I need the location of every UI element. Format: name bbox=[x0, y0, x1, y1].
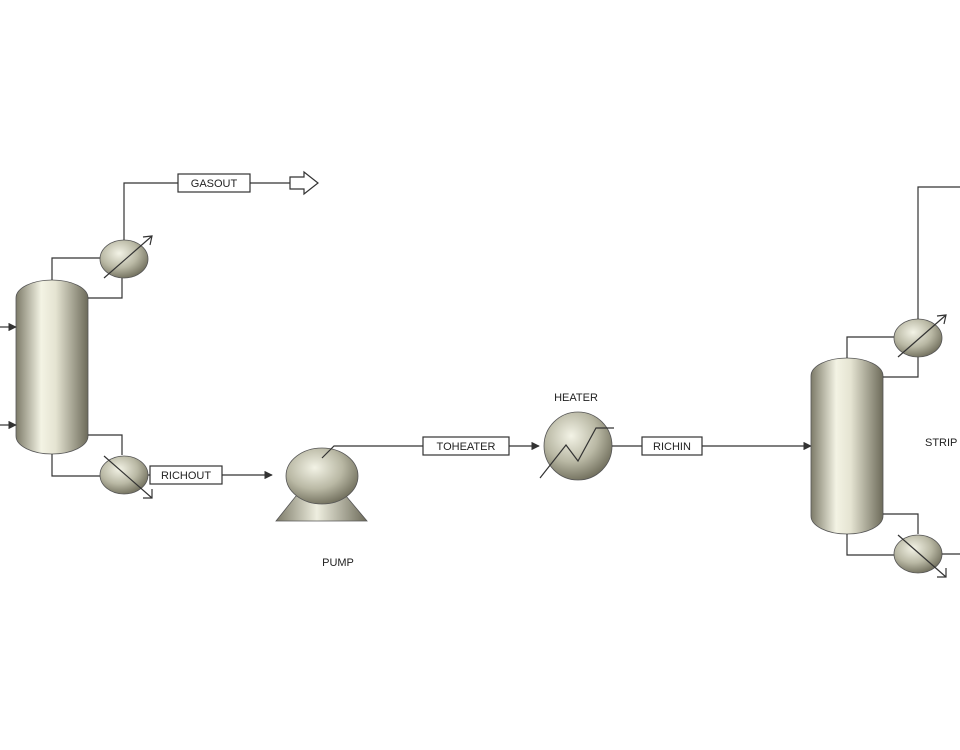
absorber-reboiler[interactable] bbox=[99, 455, 153, 499]
toheater-label: TOHEATER bbox=[437, 441, 496, 453]
absorber-overhead-line bbox=[51, 257, 100, 280]
gasout-line bbox=[123, 182, 178, 240]
gasout-label: GASOUT bbox=[191, 178, 238, 190]
toheater-stream-label[interactable]: TOHEATER bbox=[422, 436, 510, 456]
heater-label: HEATER bbox=[554, 392, 598, 404]
richout-label: RICHOUT bbox=[161, 470, 211, 482]
stripper-reboiler-arrow-icon bbox=[897, 534, 947, 578]
stripper-boilup-line bbox=[846, 534, 894, 556]
reboiler-arrow-icon bbox=[103, 455, 153, 499]
absorber-reflux-line bbox=[88, 278, 123, 299]
stripper-column[interactable] bbox=[810, 357, 884, 535]
stripper-condenser-arrow-icon bbox=[897, 314, 947, 358]
stripper-label: STRIP bbox=[925, 437, 957, 449]
richout-stream-label[interactable]: RICHOUT bbox=[149, 465, 223, 485]
absorber-condenser[interactable] bbox=[99, 235, 153, 279]
condenser-arrow-icon bbox=[103, 235, 153, 279]
absorber-boilup-line bbox=[51, 454, 100, 477]
richin-stream-label[interactable]: RICHIN bbox=[641, 436, 703, 456]
absorber-column[interactable] bbox=[15, 279, 89, 455]
stripper-reflux-line bbox=[883, 357, 919, 378]
stripper-overhead-line bbox=[846, 336, 894, 358]
stripper-condenser[interactable] bbox=[893, 314, 947, 358]
gasout-stream-label[interactable]: GASOUT bbox=[177, 173, 251, 193]
pump-label: PUMP bbox=[322, 557, 354, 569]
absorber-bottoms-line bbox=[88, 434, 123, 455]
heater-zigzag-icon bbox=[539, 427, 614, 479]
pump-discharge-line bbox=[321, 445, 423, 459]
stripper-reboiler[interactable] bbox=[893, 534, 947, 578]
stripper-bottoms-line bbox=[883, 513, 919, 534]
richin-label: RICHIN bbox=[653, 441, 691, 453]
stripper-vapor-line bbox=[917, 186, 960, 319]
product-outlet-arrow-icon bbox=[289, 170, 319, 196]
pump[interactable] bbox=[275, 447, 368, 522]
heater[interactable] bbox=[539, 411, 614, 481]
